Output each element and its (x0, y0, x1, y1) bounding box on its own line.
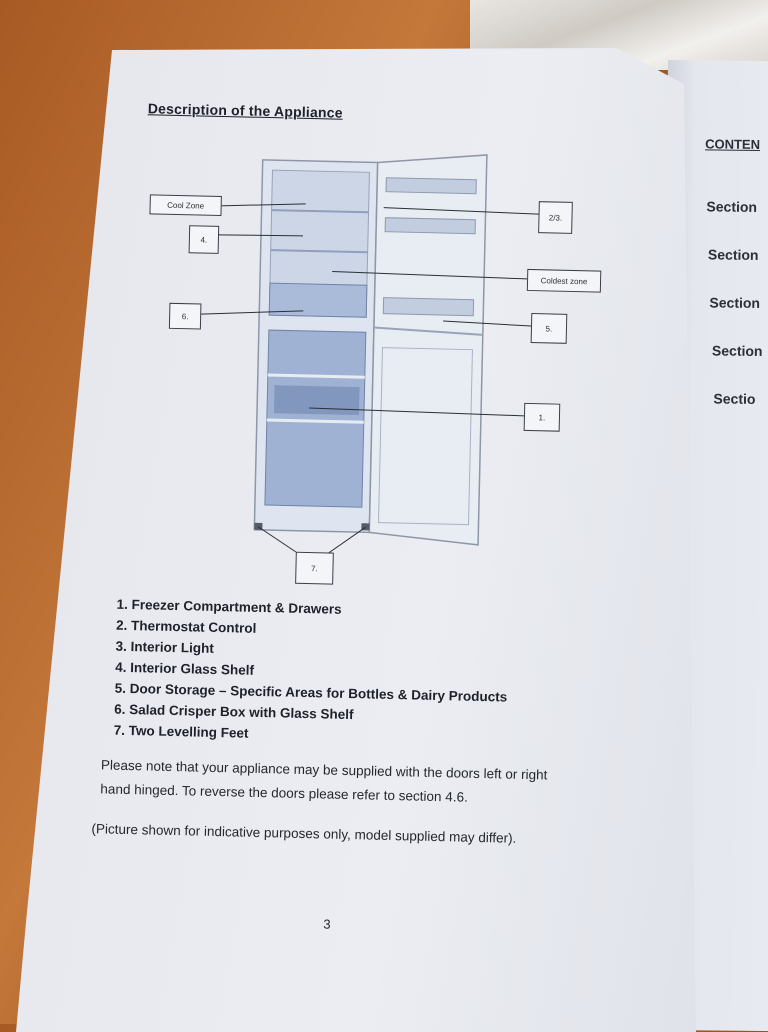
page-number: 3 (323, 916, 331, 932)
label-2-3: 2/3. (538, 201, 573, 234)
label-7: 7. (295, 551, 334, 585)
label-5: 5. (530, 313, 568, 344)
picture-disclaimer: (Picture shown for indicative purposes o… (91, 821, 517, 846)
contents-section-1: Section (706, 198, 758, 215)
contents-section-4: Section (711, 342, 763, 360)
hinge-note: Please note that your appliance may be s… (100, 753, 621, 813)
leader-lines (193, 203, 539, 557)
label-cool-zone: Cool Zone (149, 194, 222, 216)
label-6: 6. (168, 302, 202, 330)
parts-list: 1. Freezer Compartment & Drawers 2. Ther… (114, 594, 510, 750)
fridge-illustration (253, 154, 488, 546)
page-content: Description of the Appliance (16, 48, 696, 1032)
fridge-diagram (193, 154, 539, 557)
manual-page: Description of the Appliance (16, 48, 696, 1032)
contents-section-3: Section (709, 294, 761, 311)
label-1: 1. (523, 402, 561, 432)
contents-heading: CONTEN (705, 136, 761, 152)
contents-section-5: Sectio (713, 390, 756, 407)
label-4: 4. (188, 225, 220, 254)
label-coldest-zone: Coldest zone (526, 268, 602, 293)
contents-section-2: Section (707, 246, 759, 263)
